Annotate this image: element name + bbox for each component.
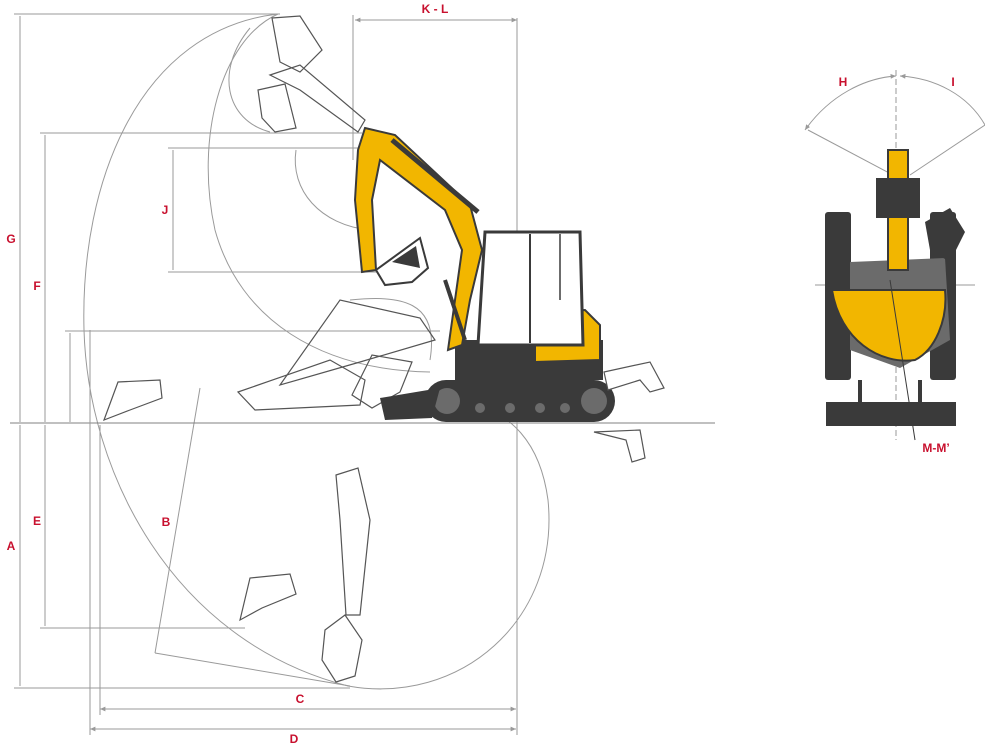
label-mm: M-M’ — [922, 441, 949, 455]
label-b: B — [162, 515, 171, 529]
ghost-bucket-top2 — [257, 83, 297, 133]
main-boom — [353, 126, 484, 352]
label-f: F — [33, 279, 40, 293]
boom-cylinder — [390, 138, 480, 214]
boom-ghost-positions — [102, 15, 646, 683]
offset-line — [889, 279, 916, 441]
ghost-arm-down — [335, 467, 371, 616]
ghost-bucket-left — [102, 379, 163, 422]
swing-arc-i — [899, 73, 985, 126]
label-kl: K - L — [422, 2, 449, 16]
reach-line-b — [154, 387, 201, 654]
label-h: H — [839, 75, 848, 89]
excavator-side-view — [353, 126, 665, 422]
dozer-blade — [603, 361, 665, 393]
reach-line-b2 — [154, 652, 351, 687]
label-i: I — [951, 75, 954, 89]
reach-envelope — [83, 13, 550, 690]
ghost-arm-top — [268, 64, 366, 133]
ghost-blade-lower — [593, 429, 646, 463]
front-counterweight — [830, 289, 947, 362]
mid-reach-arc — [294, 149, 371, 231]
dimension-lines — [14, 13, 518, 735]
offset-attachment — [925, 208, 965, 262]
dimension-labels: K - L G F J E A B C D H I M-M’ — [6, 2, 954, 744]
ghost-bucket-top — [271, 15, 323, 73]
label-d: D — [290, 732, 299, 744]
excavator-front-view — [804, 70, 985, 441]
ghost-bucket-floating — [239, 573, 297, 622]
front-blade-view — [826, 402, 956, 426]
lower-reach-arc — [349, 298, 432, 361]
inner-reach-arc — [207, 13, 431, 373]
ghost-bucket-mid — [351, 354, 413, 409]
ghost-arm-horizontal — [236, 359, 366, 411]
ghost-boom-horizontal — [278, 299, 436, 387]
label-c: C — [296, 692, 305, 706]
swing-arc-h — [804, 73, 897, 131]
front-blade — [380, 388, 440, 420]
small-reach-arc — [228, 27, 271, 133]
ghost-bucket-down — [321, 614, 363, 683]
arm-cylinder — [443, 279, 467, 341]
label-e: E — [33, 514, 41, 528]
label-j: J — [162, 203, 169, 217]
outer-reach-arc — [83, 13, 550, 690]
label-g: G — [6, 232, 15, 246]
label-a: A — [7, 539, 16, 553]
